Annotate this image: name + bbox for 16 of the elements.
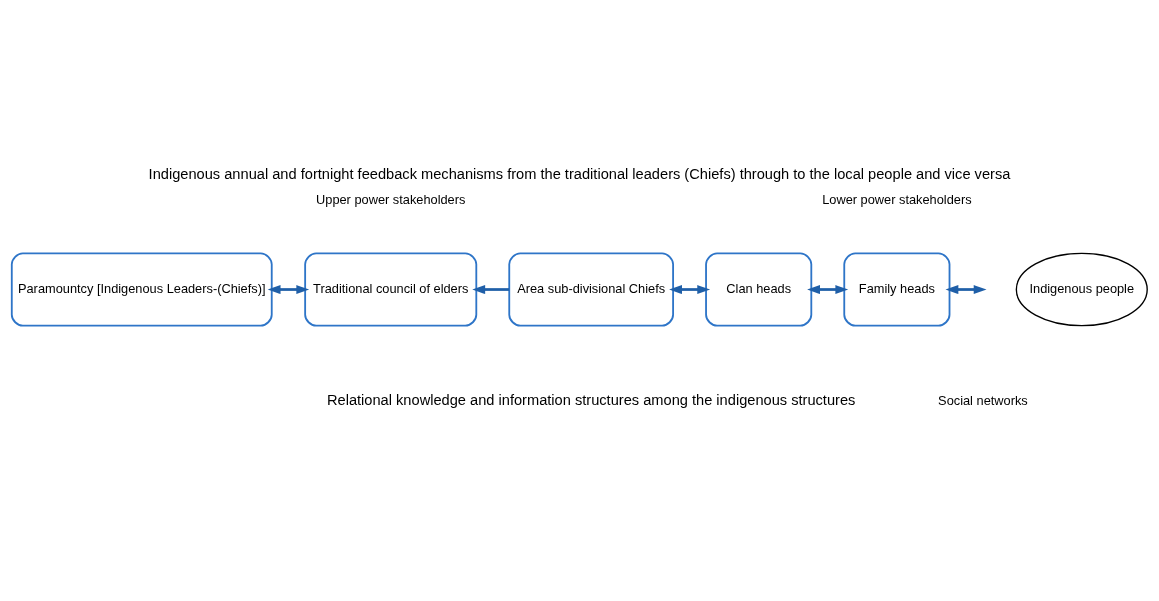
arrow: [669, 285, 711, 294]
arrow: [472, 285, 510, 294]
node-box: Paramountcy [Indigenous Leaders-(Chiefs)]: [10, 252, 273, 327]
node-box: Traditional council of elders: [304, 252, 478, 327]
caption: Relational knowledge and information structures among the indigenous structures: [326, 391, 856, 408]
label: Upper power stakeholders: [316, 192, 466, 208]
node-box: Area sub-divisional Chiefs: [508, 252, 674, 327]
label: Social networks: [938, 392, 1028, 408]
node-box: Clan heads: [705, 252, 813, 327]
arrow: [945, 285, 987, 294]
label: Lower power stakeholders: [822, 192, 972, 208]
node-box: Family heads: [843, 252, 951, 327]
diagram-title: Indigenous annual and fortnight feedback mechanisms from the traditional leaders (Chiefs) through to the local people and vice versa: [148, 166, 1011, 183]
arrow: [267, 285, 310, 294]
node-ellipse: Indigenous people: [1015, 252, 1148, 327]
arrow: [807, 285, 849, 294]
